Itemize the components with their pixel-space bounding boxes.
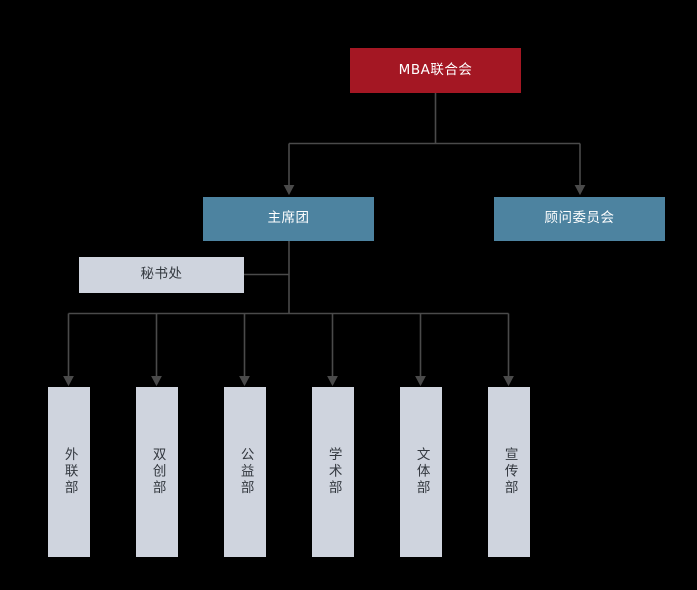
node-academic[interactable]: 学术部 — [312, 387, 354, 557]
node-label: 外联部 — [61, 447, 78, 497]
node-label: 宣传部 — [501, 447, 518, 497]
node-public-welfare[interactable]: 公益部 — [224, 387, 266, 557]
node-culture-sports[interactable]: 文体部 — [400, 387, 442, 557]
node-label: 公益部 — [237, 447, 254, 497]
node-label: 秘书处 — [140, 266, 183, 283]
node-innovation[interactable]: 双创部 — [136, 387, 178, 557]
node-external-relations[interactable]: 外联部 — [48, 387, 90, 557]
node-label: 顾问委员会 — [544, 210, 615, 227]
node-secretariat[interactable]: 秘书处 — [79, 257, 244, 293]
node-publicity[interactable]: 宣传部 — [488, 387, 530, 557]
node-advisory-committee[interactable]: 顾问委员会 — [494, 197, 665, 241]
node-label: MBA联合会 — [398, 61, 473, 78]
node-label: 文体部 — [413, 447, 430, 497]
node-presidium[interactable]: 主席团 — [203, 197, 374, 241]
node-label: 主席团 — [267, 210, 310, 227]
node-label: 学术部 — [325, 447, 342, 497]
node-label: 双创部 — [149, 447, 166, 497]
node-mba-union[interactable]: MBA联合会 — [350, 48, 521, 93]
